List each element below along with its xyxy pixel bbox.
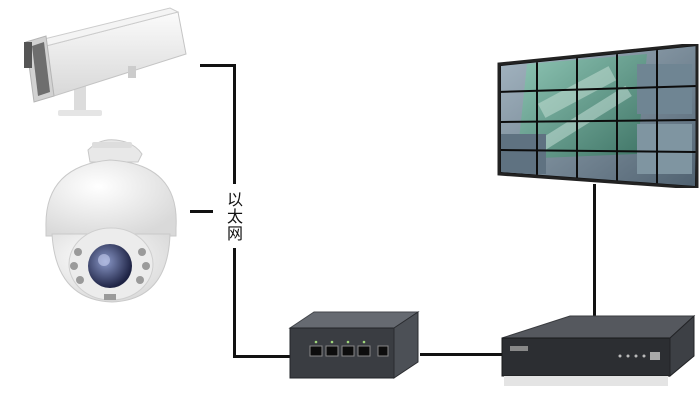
video-wall-icon bbox=[497, 44, 699, 188]
trunk-to-switch-link bbox=[233, 355, 293, 358]
box-camera-icon bbox=[24, 7, 187, 116]
ethernet-label: 以太网 bbox=[213, 184, 253, 248]
nvr-to-video-wall-link bbox=[593, 184, 596, 322]
nvr-recorder-icon bbox=[501, 314, 696, 386]
box-camera-link bbox=[200, 64, 236, 67]
switch-to-nvr-link bbox=[420, 353, 506, 356]
ptz-dome-camera-icon bbox=[45, 139, 177, 303]
network-switch-icon bbox=[288, 311, 420, 379]
